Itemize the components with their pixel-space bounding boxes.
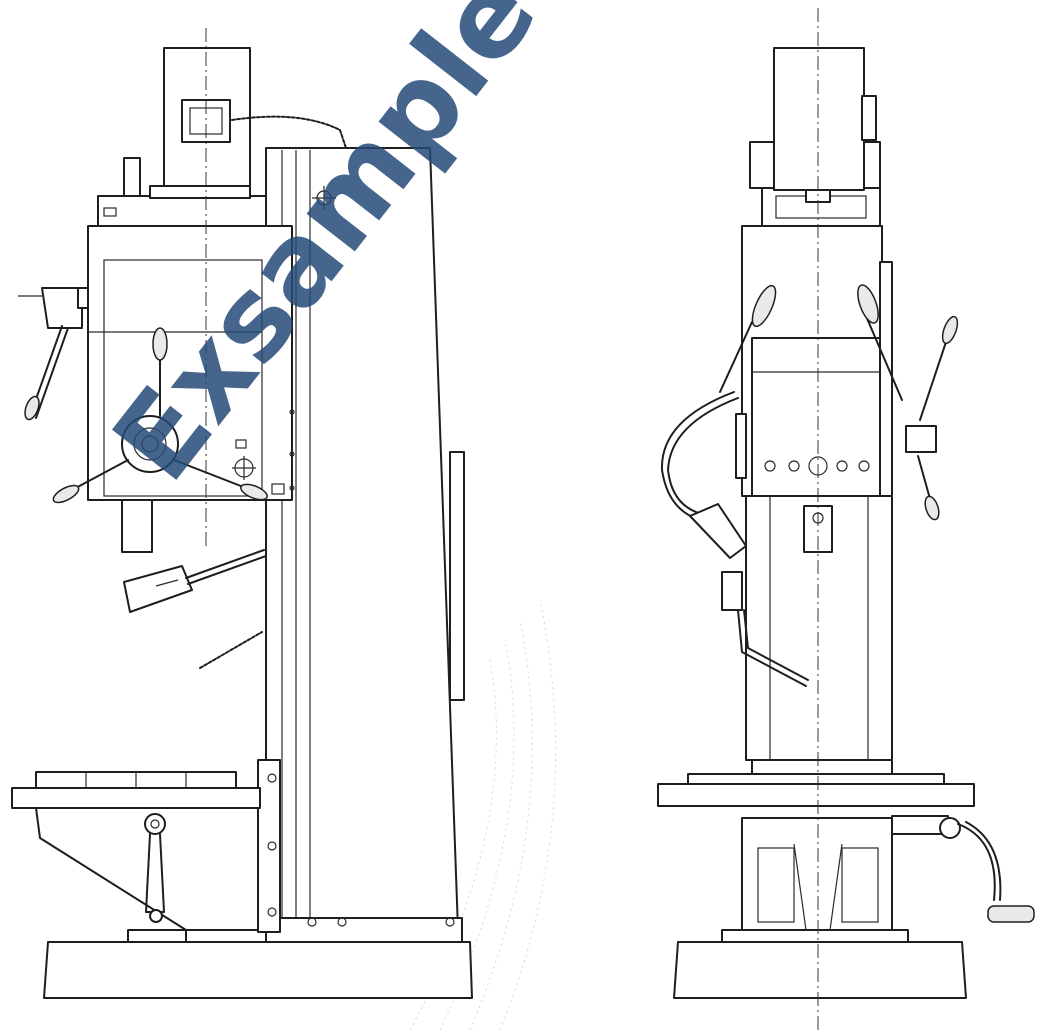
table-crank-handle	[891, 815, 1035, 923]
front-view	[657, 8, 1035, 1030]
coolant-nozzle	[123, 565, 193, 613]
front-work-table	[657, 783, 975, 807]
side-base-step	[127, 929, 187, 943]
head-top-housing	[97, 195, 267, 227]
spindle-sleeve	[121, 499, 153, 553]
work-lamp-arm	[660, 391, 735, 521]
side-view	[11, 28, 473, 999]
side-work-table	[11, 787, 261, 809]
front-motor	[773, 47, 865, 191]
table-slide-plate	[257, 759, 281, 933]
front-lower-body	[741, 817, 893, 931]
side-base	[43, 941, 473, 999]
column-side-cover	[449, 451, 465, 701]
front-base	[673, 941, 967, 999]
front-feed-handles	[719, 284, 959, 521]
table-bracket	[35, 807, 259, 931]
gear-lever-block	[41, 287, 83, 329]
work-lamp	[689, 503, 747, 559]
table-lift-handle	[144, 813, 166, 923]
feed-handwheel	[52, 327, 268, 504]
gear-lever-knob	[24, 395, 40, 421]
column-bottom-plate	[265, 917, 463, 943]
